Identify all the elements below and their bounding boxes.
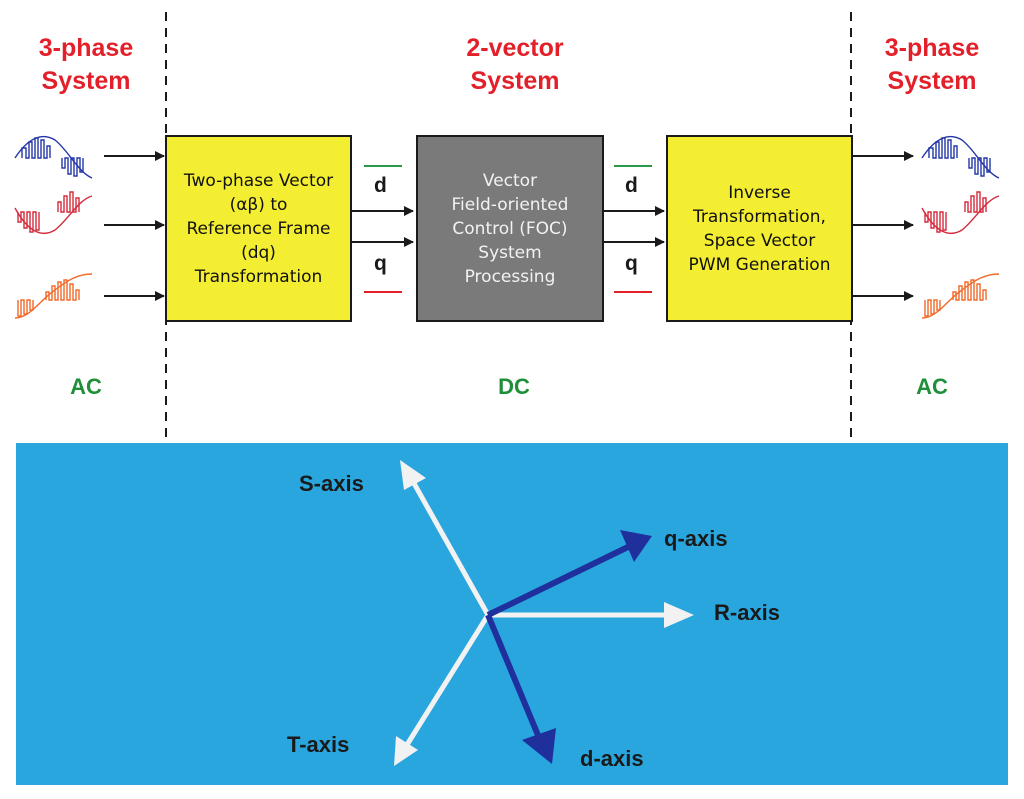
s-axis-arrowhead: [400, 460, 426, 490]
right-heading-line-2: System: [887, 67, 977, 95]
left-heading-line-2: System: [41, 67, 131, 95]
r-axis-arrowhead: [664, 602, 694, 628]
foc-line-5: Processing: [464, 266, 556, 287]
q-label-left: q: [374, 252, 387, 275]
input-waveform-red: [14, 191, 93, 235]
foc-line-4: System: [478, 242, 542, 263]
q-bar-left: [364, 291, 402, 293]
center-heading-line-1: 2-vector: [466, 34, 564, 62]
inverse-block: Inverse Transformation, Space Vector PWM…: [666, 135, 853, 322]
s-axis-label: S-axis: [299, 471, 364, 496]
center-zone-label: DC: [498, 374, 530, 399]
phasor-axes: [394, 460, 694, 766]
d-label-left: d: [374, 174, 387, 197]
d-bar-left: [364, 165, 402, 167]
s-axis-arrow: [408, 476, 491, 617]
right-heading: 3-phase System: [862, 32, 1002, 98]
d-axis-arrowhead: [522, 728, 556, 764]
right-zone-label: AC: [916, 374, 948, 399]
inverse-line-4: PWM Generation: [688, 254, 831, 275]
clarke-park-block: Two-phase Vector (αβ) to Reference Frame…: [165, 135, 352, 322]
input-waveform-orange: [14, 273, 93, 319]
d-bar-right: [614, 165, 652, 167]
inverse-line-2: Transformation,: [693, 206, 826, 227]
inverse-line-1: Inverse: [728, 182, 791, 203]
d-axis-arrow: [485, 613, 543, 742]
inverse-line-3: Space Vector: [703, 230, 816, 251]
clarke-park-line-4: (dq): [241, 242, 276, 263]
clarke-park-line-3: Reference Frame: [186, 218, 331, 239]
q-axis-arrow: [486, 543, 632, 618]
foc-line-2: Field-oriented: [451, 194, 569, 215]
q-bar-right: [614, 291, 652, 293]
right-heading-line-1: 3-phase: [884, 34, 980, 62]
input-waveform-blue: [14, 135, 93, 179]
clarke-park-line-1: Two-phase Vector: [183, 170, 334, 191]
left-heading-line-1: 3-phase: [38, 34, 134, 62]
left-heading: 3-phase System: [16, 32, 156, 98]
r-axis-label: R-axis: [714, 600, 781, 625]
clarke-park-line-2: (αβ) to: [229, 194, 288, 215]
center-heading-line-2: System: [470, 67, 560, 95]
q-axis-arrowhead: [620, 530, 652, 562]
foc-block: Vector Field-oriented Control (FOC) Syst…: [416, 135, 604, 322]
output-waveform-blue: [921, 135, 1000, 179]
t-axis-label: T-axis: [287, 732, 350, 757]
d-label-right: d: [625, 174, 638, 197]
center-heading: 2-vector System: [430, 32, 600, 98]
foc-line-1: Vector: [482, 170, 538, 191]
d-axis-label: d-axis: [580, 746, 644, 771]
foc-line-3: Control (FOC): [452, 218, 568, 239]
t-axis-arrow: [402, 613, 491, 750]
clarke-park-line-5: Transformation: [194, 266, 323, 287]
q-axis-label: q-axis: [664, 526, 728, 551]
left-zone-label: AC: [70, 374, 102, 399]
t-axis-arrowhead: [394, 736, 418, 766]
output-waveform-orange: [921, 273, 1000, 319]
q-label-right: q: [625, 252, 638, 275]
output-waveform-red: [921, 191, 1000, 235]
